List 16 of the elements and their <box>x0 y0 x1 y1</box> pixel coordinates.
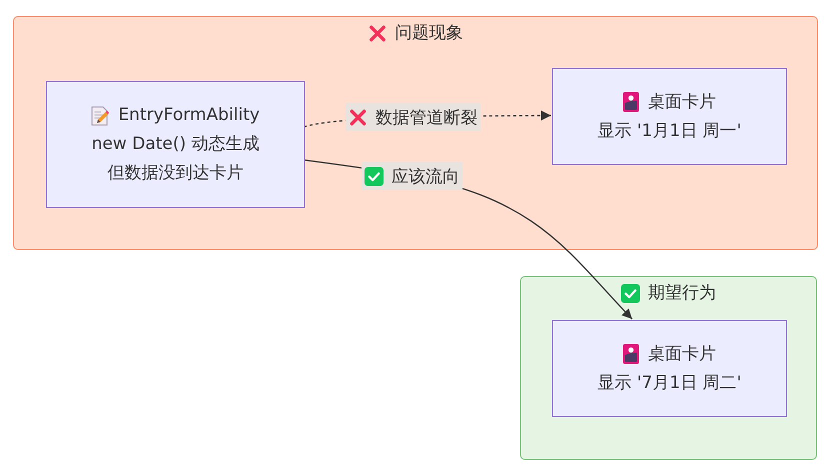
node-text: 显示 '1月1日 周一' <box>598 120 742 142</box>
card-box <box>552 320 787 417</box>
edge-label: 数据管道断裂 <box>376 106 478 128</box>
edge-label: 应该流向 <box>392 166 460 188</box>
node-text: 但数据没到达卡片 <box>108 162 244 185</box>
node-title: 桌面卡片 <box>648 342 716 366</box>
group-title: 期望行为 <box>648 282 716 305</box>
card-box <box>552 68 787 165</box>
process-box <box>46 81 305 208</box>
group-box <box>520 276 817 460</box>
node-text: 显示 '7月1日 周二' <box>598 372 742 394</box>
node-text: new Date() 动态生成 <box>92 133 260 156</box>
node-title: 桌面卡片 <box>648 90 716 114</box>
group-box <box>13 16 818 250</box>
node-title: EntryFormAbility <box>118 104 260 127</box>
group-title: 问题现象 <box>395 22 463 45</box>
